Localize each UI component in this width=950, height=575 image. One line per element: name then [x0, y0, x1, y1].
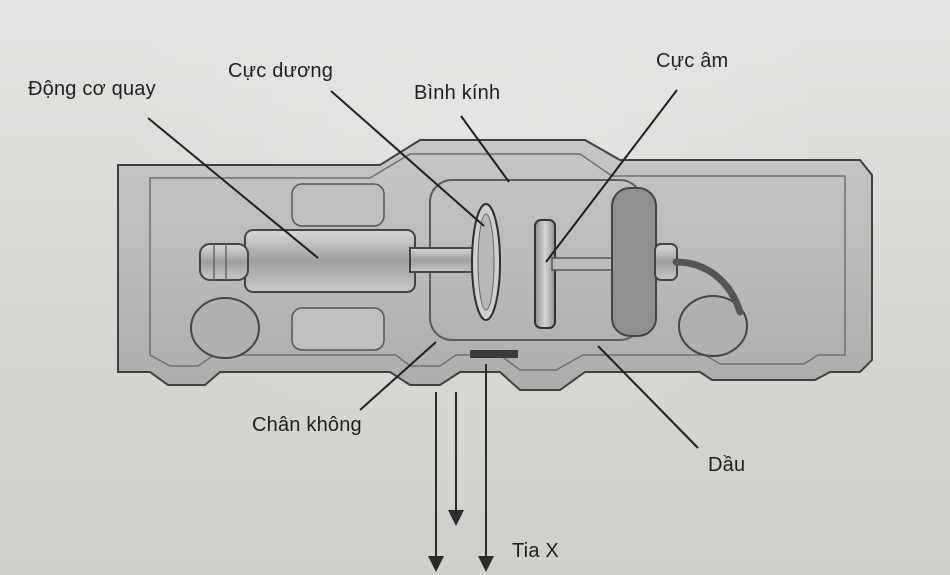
mount-right: [678, 295, 748, 357]
label-cathode: Cực âm: [656, 50, 729, 72]
label-oil: Dầu: [708, 454, 746, 476]
leader-anode: [330, 90, 485, 227]
label-glass-envelope: Bình kính: [414, 82, 501, 104]
leader-lines: [147, 89, 699, 449]
shaft: [409, 247, 481, 273]
label-anode: Cực dương: [228, 60, 334, 82]
window-left-top: [291, 183, 385, 227]
motor-body: [244, 229, 416, 293]
cathode-support: [551, 257, 613, 271]
window-left-bottom: [291, 307, 385, 351]
mount-left: [190, 297, 260, 359]
anode-assembly: [471, 203, 501, 321]
inner-housing-outline: [149, 153, 846, 371]
cathode-assembly: [534, 187, 744, 337]
window-opening: [470, 350, 518, 358]
motor-assembly: [190, 229, 748, 359]
xray-arrows: [428, 364, 494, 572]
label-xray: Tia X: [512, 540, 559, 562]
leader-oil: [597, 345, 699, 449]
leader-vacuum: [359, 341, 437, 411]
leader-glass: [460, 115, 510, 183]
leader-cathode: [545, 89, 678, 263]
cathode-cup: [534, 219, 556, 329]
leader-motor: [147, 117, 319, 259]
anode-disc-inner: [477, 213, 495, 311]
cathode-cylinder: [611, 187, 657, 337]
cable: [672, 258, 744, 316]
motor-end-cap: [199, 243, 249, 281]
label-vacuum: Chân không: [252, 414, 362, 436]
label-motor: Động cơ quay: [28, 78, 156, 100]
